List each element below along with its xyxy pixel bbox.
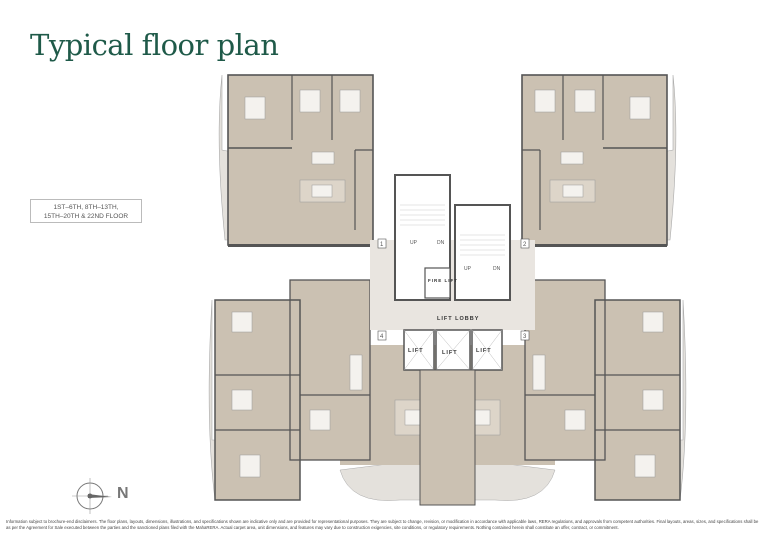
svg-text:1: 1 [380,242,384,248]
floor-range-line-1: 1ST–6TH, 8TH–13TH, [53,204,119,211]
unit-number-2: 2 [520,238,530,249]
floor-range-line-2: 15TH–20TH & 22ND FLOOR [43,213,129,220]
lift-label-3: LIFT [476,348,492,354]
stair-dn-label-2: DN [493,266,501,272]
lift-label-1: LIFT [408,348,424,354]
floor-range-label: 1ST–6TH, 8TH–13TH, 15TH–20TH & 22ND FLOO… [30,199,142,223]
fire-lift-label: FIRE LIFT [428,278,458,283]
unit-1-top-left [218,74,374,248]
stair-dn-label-1: DN [437,240,445,246]
unit-2-top-right [521,74,677,248]
lift-label-2: LIFT [442,350,458,356]
stair-up-label-1: UP [410,240,418,246]
svg-text:4: 4 [380,334,384,340]
compass-north-label: N [117,485,129,502]
stair-up-label-2: UP [464,266,472,272]
svg-text:3: 3 [523,334,527,340]
fire-lift-shaft [424,267,451,299]
lift-lobby-label: LIFT LOBBY [437,316,479,322]
unit-number-3: 3 [520,330,530,341]
staircase-2 [454,204,511,301]
disclaimer-text: Information subject to brochure-end disc… [6,519,759,530]
north-compass-icon [72,478,112,514]
unit-number-4: 4 [377,330,387,341]
page-title: Typical floor plan [30,28,279,62]
svg-text:2: 2 [523,242,527,248]
unit-number-1: 1 [377,238,387,249]
